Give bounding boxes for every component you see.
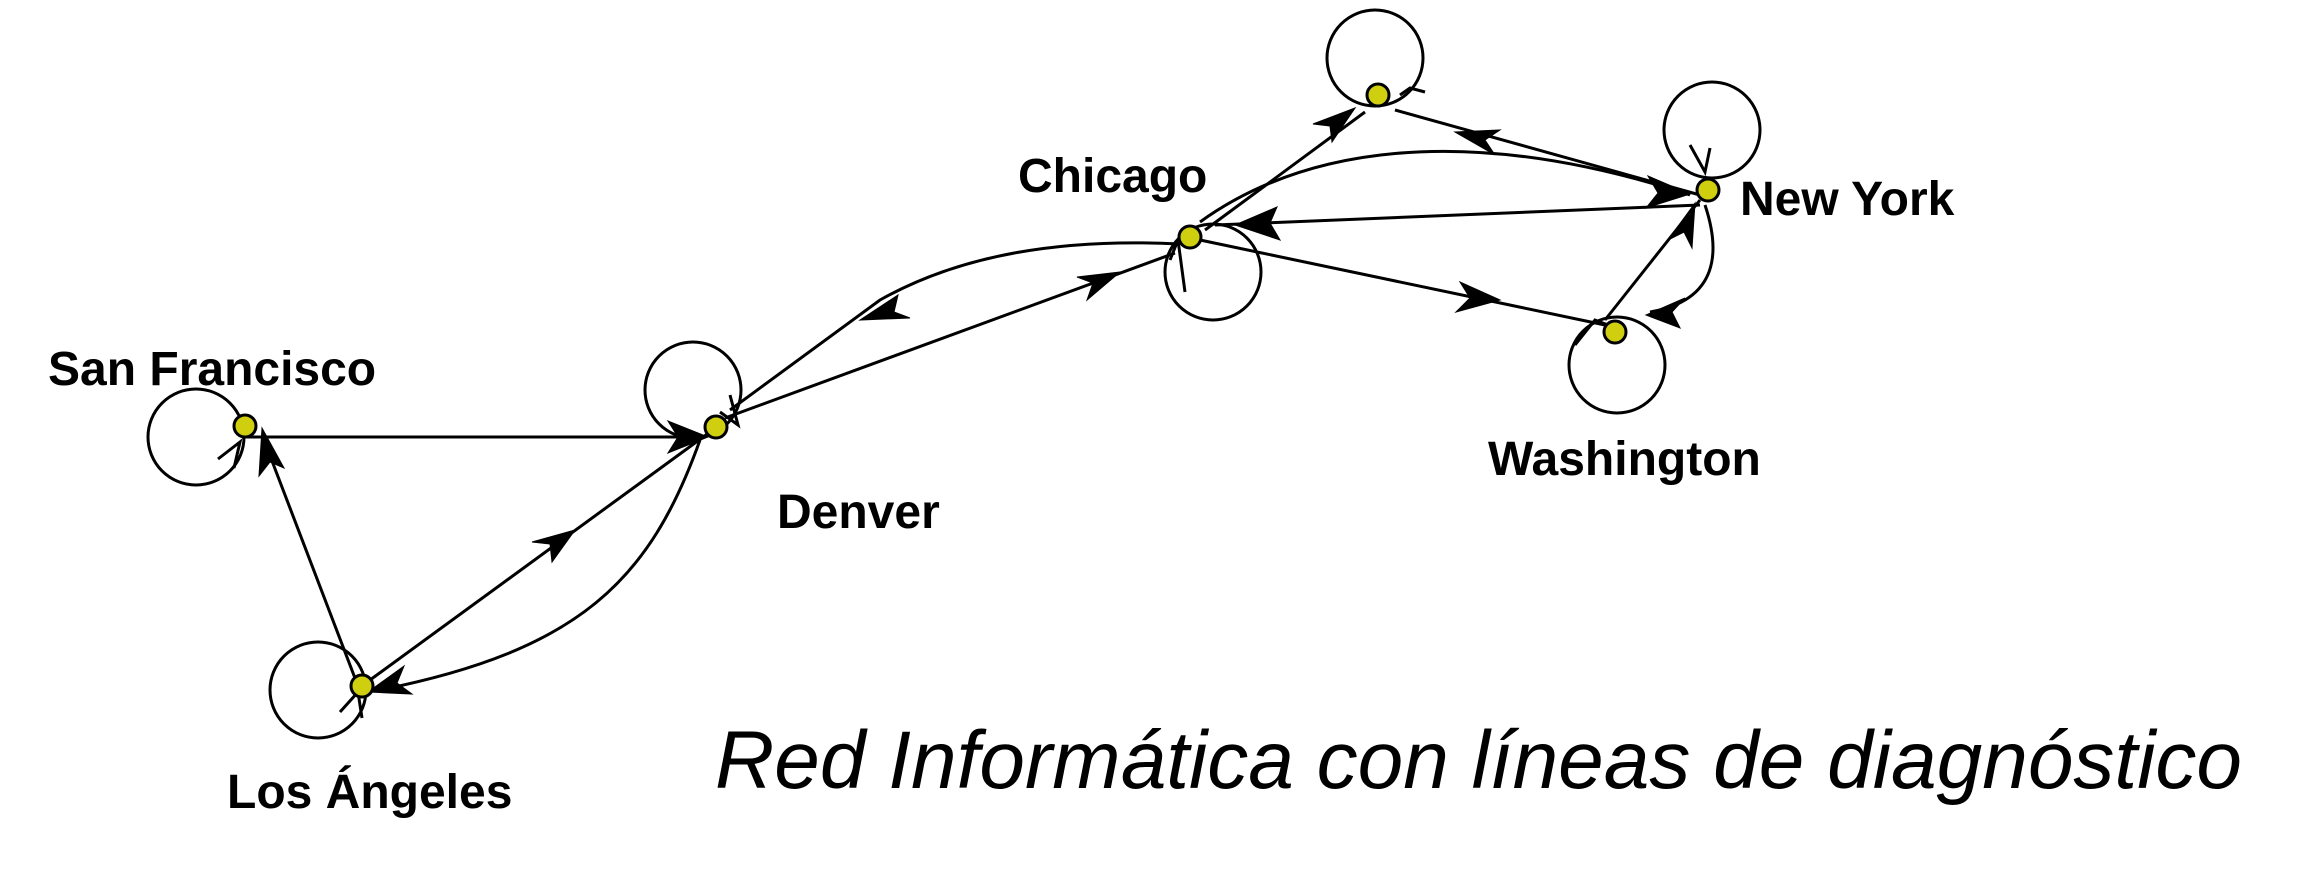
arrow-la-denver-mid [531, 529, 577, 564]
arrow-chicago-top-mid [1312, 106, 1357, 144]
loop-newyork-arrow [1688, 144, 1712, 177]
loop-denver [643, 340, 743, 440]
label-los-angeles: Los Ángeles [227, 765, 512, 819]
nodes [232, 82, 1721, 699]
label-chicago: Chicago [1018, 150, 1207, 203]
edge-chicago-denver [729, 241, 1181, 412]
edge-la-denver [369, 430, 711, 682]
loop-sf [146, 387, 246, 487]
loop-washington-arrow [1573, 318, 1609, 346]
city-labels: San Francisco Los Ángeles Denver Chicago… [48, 150, 1955, 819]
label-new-york: New York [1740, 173, 1955, 226]
edge-chicago-newyork [1199, 149, 1691, 224]
node-newyork [1695, 177, 1721, 203]
loop-denver-arrow [719, 394, 741, 429]
arrowheads [258, 106, 1696, 695]
arrow-denver-la [366, 664, 414, 695]
arrow-denver-chicago-mid [1076, 271, 1122, 302]
arrow-la-sf [258, 426, 286, 478]
edge-chicago-washington [1199, 238, 1606, 327]
arrow-newyork-chicago [1233, 206, 1282, 241]
edge-newyork-chicago [1214, 203, 1701, 227]
edge-denver-la [379, 439, 702, 692]
arrow-newyork-top-mid [1453, 129, 1502, 156]
node-top [1365, 82, 1391, 108]
node-chicago [1177, 224, 1203, 250]
arrow-chicago-washington-mid [1454, 280, 1502, 313]
arrow-chicago-newyork [1644, 174, 1692, 209]
arrow-chicago-denver-mid [858, 293, 911, 321]
loop-top-arrow [1399, 86, 1426, 97]
label-san-francisco: San Francisco [48, 343, 376, 396]
edge-chicago-top [1204, 110, 1366, 232]
loop-washington [1567, 315, 1667, 415]
self-loops [146, 8, 1762, 740]
arrow-newyork-washington [1644, 297, 1686, 329]
loop-sf-arrow [217, 438, 243, 469]
diagram-title: Red Informática con líneas de diagnóstic… [715, 715, 2242, 806]
loop-newyork [1662, 80, 1762, 180]
arrow-washington-newyork [1667, 201, 1696, 250]
edge-newyork-top [1394, 108, 1701, 197]
loop-chicago [1163, 222, 1263, 322]
node-denver [703, 414, 729, 440]
node-la [349, 673, 375, 699]
edges [245, 108, 1715, 692]
edge-la-sf [262, 439, 360, 687]
label-denver: Denver [777, 486, 940, 539]
label-washington: Washington [1488, 433, 1761, 486]
node-sf [232, 413, 258, 439]
node-washington [1602, 319, 1628, 345]
